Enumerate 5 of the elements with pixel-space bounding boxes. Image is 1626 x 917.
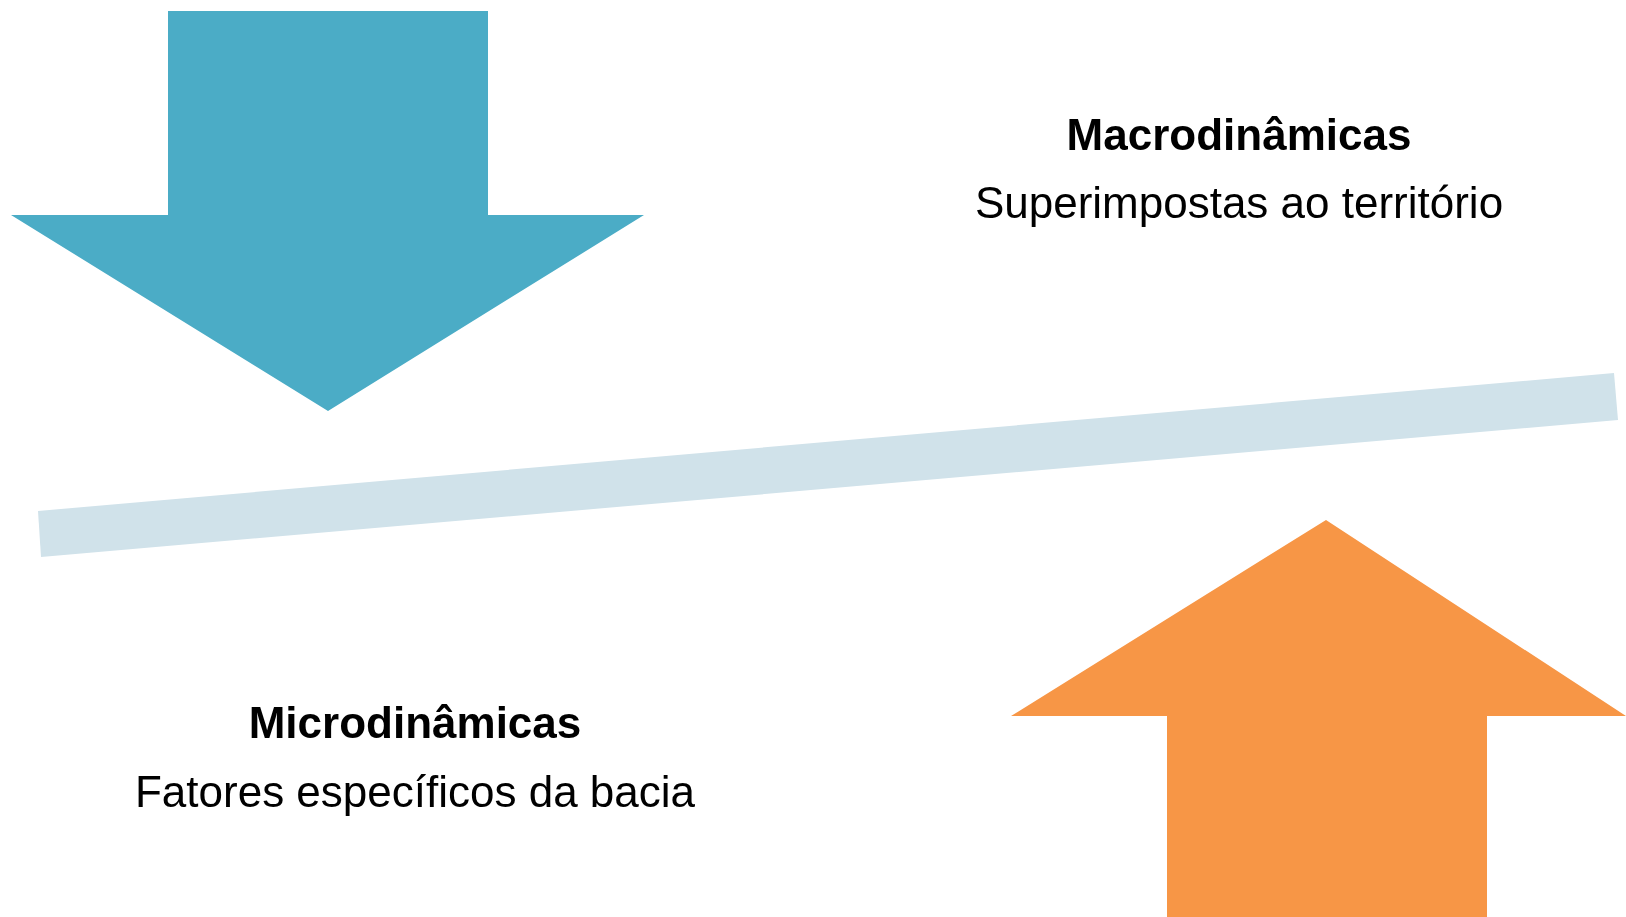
heading-text: Macrodinâmicas <box>1066 110 1412 160</box>
heading-text: Microdinâmicas <box>248 698 582 748</box>
subtitle-text: Superimpostas ao território <box>974 178 1504 228</box>
subtitle-text: Fatores específicos da bacia <box>134 767 696 817</box>
balance-bar <box>38 373 1618 557</box>
